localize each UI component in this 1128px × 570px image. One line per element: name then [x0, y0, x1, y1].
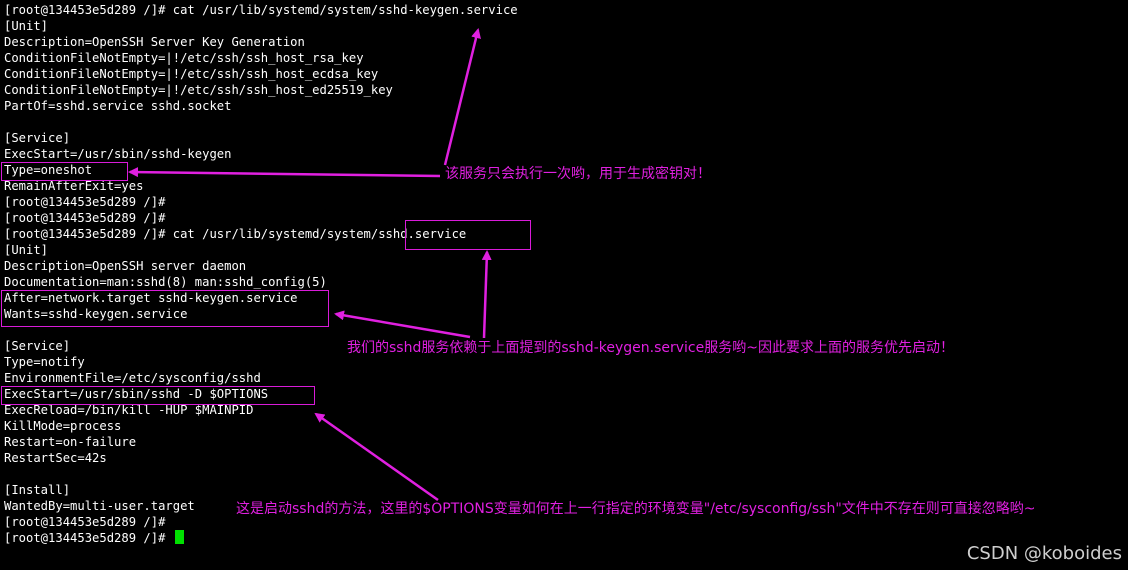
annotation-note-dependency: 我们的sshd服务依赖于上面提到的sshd-keygen.service服务哟~…	[347, 340, 954, 356]
terminal-line: ConditionFileNotEmpty=|!/etc/ssh/ssh_hos…	[4, 51, 364, 65]
arrow-note1-to-type	[128, 167, 441, 178]
terminal-line: Type=oneshot	[4, 163, 93, 177]
terminal-line: ConditionFileNotEmpty=|!/etc/ssh/ssh_hos…	[4, 67, 379, 81]
terminal-cursor	[174, 530, 184, 544]
arrow-note3-to-execstart	[314, 412, 439, 502]
terminal-line: [Service]	[4, 339, 71, 353]
terminal-line: ExecStart=/usr/sbin/sshd -D $OPTIONS	[4, 387, 269, 401]
highlight-box-type-oneshot	[1, 162, 128, 181]
terminal-line: Type=notify	[4, 355, 85, 369]
terminal-line: [root@134453e5d289 /]#	[4, 515, 166, 529]
highlight-box-sshd-service	[405, 220, 531, 250]
terminal-line: ExecReload=/bin/kill -HUP $MAINPID	[4, 403, 254, 417]
terminal-line: Wants=sshd-keygen.service	[4, 307, 188, 321]
terminal-line: PartOf=sshd.service sshd.socket	[4, 99, 232, 113]
arrow-note2-to-sshd-service	[481, 250, 492, 339]
arrow-note1-to-keygen-service	[443, 28, 481, 166]
terminal-line: [root@134453e5d289 /]#	[4, 211, 166, 225]
arrow-note2-to-after-wants	[334, 310, 471, 339]
terminal-line: Restart=on-failure	[4, 435, 137, 449]
terminal-line: [Service]	[4, 131, 71, 145]
annotation-note-execstart: 这是启动sshd的方法，这里的$OPTIONS变量如何在上一行指定的环境变量"/…	[236, 501, 1036, 517]
highlight-box-execstart	[1, 386, 315, 405]
terminal-line: [root@134453e5d289 /]#	[4, 195, 166, 209]
terminal-line: [Unit]	[4, 19, 49, 33]
terminal-line: Description=OpenSSH server daemon	[4, 259, 247, 273]
terminal-line: [Install]	[4, 483, 71, 497]
terminal-line: [root@134453e5d289 /]# cat /usr/lib/syst…	[4, 227, 467, 241]
terminal-line: RestartSec=42s	[4, 451, 107, 465]
terminal-output[interactable]: [root@134453e5d289 /]# cat /usr/lib/syst…	[4, 2, 1124, 568]
highlight-box-after-wants	[1, 290, 329, 327]
terminal-line: [Unit]	[4, 243, 49, 257]
terminal-line: WantedBy=multi-user.target	[4, 499, 195, 513]
terminal-line: ExecStart=/usr/sbin/sshd-keygen	[4, 147, 232, 161]
terminal-line: EnvironmentFile=/etc/sysconfig/sshd	[4, 371, 261, 385]
terminal-line: After=network.target sshd-keygen.service	[4, 291, 298, 305]
terminal-line: Documentation=man:sshd(8) man:sshd_confi…	[4, 275, 327, 289]
terminal-line: RemainAfterExit=yes	[4, 179, 144, 193]
terminal-line: ConditionFileNotEmpty=|!/etc/ssh/ssh_hos…	[4, 83, 393, 97]
annotation-note-oneshot: 该服务只会执行一次哟，用于生成密钥对！	[445, 166, 711, 182]
terminal-line: [root@134453e5d289 /]# cat /usr/lib/syst…	[4, 3, 518, 17]
terminal-line: KillMode=process	[4, 419, 122, 433]
terminal-line: Description=OpenSSH Server Key Generatio…	[4, 35, 305, 49]
watermark: CSDN @koboides	[966, 543, 1122, 564]
terminal-line: [root@134453e5d289 /]#	[4, 530, 184, 546]
